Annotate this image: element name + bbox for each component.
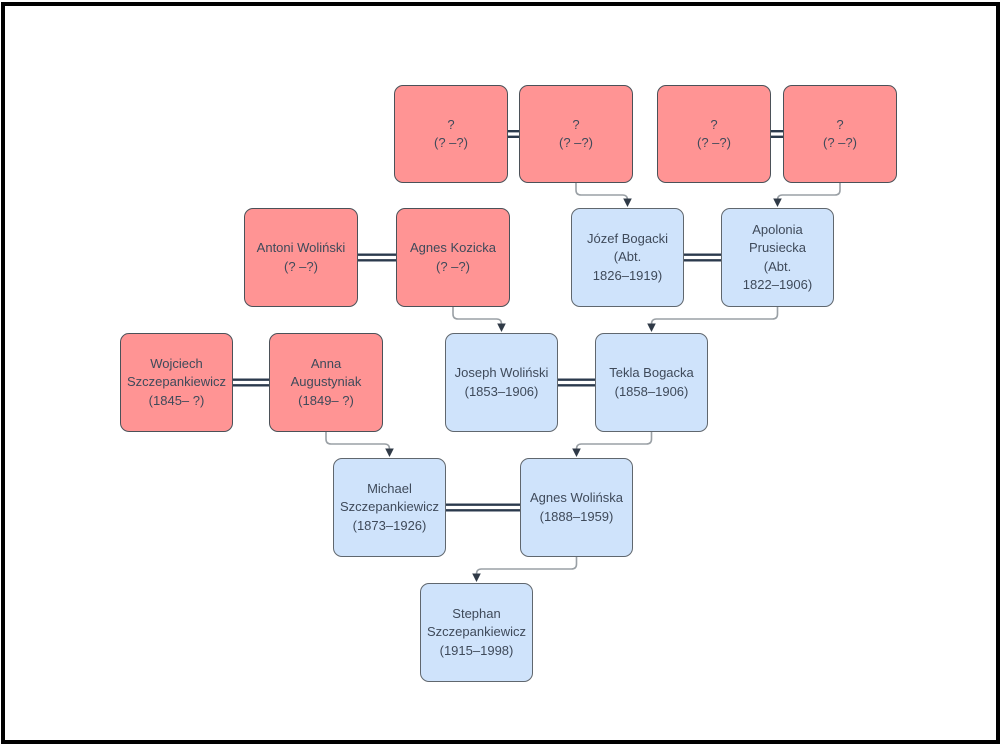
person-dates: (1915–1998) (439, 642, 514, 658)
parent-child-connector (575, 432, 653, 451)
person-name: Michael Szczepankiewicz (340, 480, 439, 515)
marriage-connectors (231, 130, 785, 512)
parent-child-connector (776, 183, 841, 201)
person-node-anna-augustyniak[interactable]: Anna Augustyniak (1849– ?) (269, 333, 383, 432)
person-name: ? (836, 116, 844, 132)
parent-child-connector (452, 307, 503, 326)
person-dates: (1845– ?) (148, 392, 205, 408)
person-name: Agnes Wolińska (530, 490, 623, 506)
person-node-unknown-1[interactable]: ? (? –?) (394, 85, 508, 183)
parent-child-connector (650, 307, 779, 326)
person-dates: (? –?) (559, 135, 593, 150)
parent-child-connector (575, 183, 629, 201)
arrowhead-icon (497, 323, 506, 332)
parent-child-connector (475, 557, 578, 576)
person-name: Tekla Bogacka (609, 365, 694, 381)
person-name: ? (447, 116, 455, 132)
person-name: Józef Bogacki (587, 230, 668, 246)
person-name: Apolonia Prusiecka (748, 221, 807, 256)
person-node-joseph-wolinski[interactable]: Joseph Woliński (1853–1906) (445, 333, 558, 432)
arrowhead-icon (647, 323, 656, 332)
person-dates: (? –?) (284, 258, 318, 274)
person-node-michael-szczepankiewicz[interactable]: Michael Szczepankiewicz (1873–1926) (333, 458, 446, 557)
person-node-apolonia-prusiecka[interactable]: Apolonia Prusiecka (Abt. 1822–1906) (721, 208, 834, 307)
person-name: Stephan Szczepankiewicz (427, 605, 526, 640)
arrowhead-icon (472, 573, 481, 582)
person-name: Anna Augustyniak (290, 355, 362, 390)
person-dates: (1849– ?) (298, 392, 354, 408)
person-dates: (? –?) (697, 135, 731, 150)
person-dates: (1853–1906) (464, 383, 539, 399)
parent-child-connector (325, 432, 391, 451)
arrowhead-icon (623, 198, 632, 207)
person-name: ? (710, 116, 718, 132)
person-name: Wojciech Szczepankiewicz (127, 355, 226, 390)
person-dates: (? –?) (434, 135, 468, 150)
person-dates: (Abt. 1826–1919) (592, 249, 663, 283)
person-node-unknown-2[interactable]: ? (? –?) (519, 85, 633, 183)
person-dates: (1858–1906) (614, 383, 689, 399)
person-name: ? (572, 116, 580, 132)
person-dates: (1873–1926) (352, 517, 427, 533)
person-name: Agnes Kozicka (410, 240, 496, 256)
arrowhead-icon (572, 448, 581, 457)
person-node-unknown-3[interactable]: ? (? –?) (657, 85, 771, 183)
person-dates: (? –?) (436, 258, 470, 274)
person-name: Joseph Woliński (454, 365, 549, 381)
arrowhead-icon (385, 448, 394, 457)
person-node-antoni-wolinski[interactable]: Antoni Woliński (? –?) (244, 208, 358, 307)
arrowhead-icon (773, 198, 782, 207)
parent-child-connectors (325, 183, 841, 582)
person-node-unknown-4[interactable]: ? (? –?) (783, 85, 897, 183)
person-node-agnes-kozicka[interactable]: Agnes Kozicka (? –?) (396, 208, 510, 307)
person-dates: (Abt. 1822–1906) (742, 258, 813, 292)
person-dates: (1888–1959) (539, 508, 614, 524)
person-name: Antoni Woliński (256, 240, 346, 256)
person-dates: (? –?) (823, 135, 857, 150)
person-node-wojciech-szczepankiewicz[interactable]: Wojciech Szczepankiewicz (1845– ?) (120, 333, 233, 432)
person-node-stephan-szczepankiewicz[interactable]: Stephan Szczepankiewicz (1915–1998) (420, 583, 533, 682)
person-node-agnes-wolinska[interactable]: Agnes Wolińska (1888–1959) (520, 458, 633, 557)
person-node-tekla-bogacka[interactable]: Tekla Bogacka (1858–1906) (595, 333, 708, 432)
person-node-jozef-bogacki[interactable]: Józef Bogacki (Abt. 1826–1919) (571, 208, 684, 307)
